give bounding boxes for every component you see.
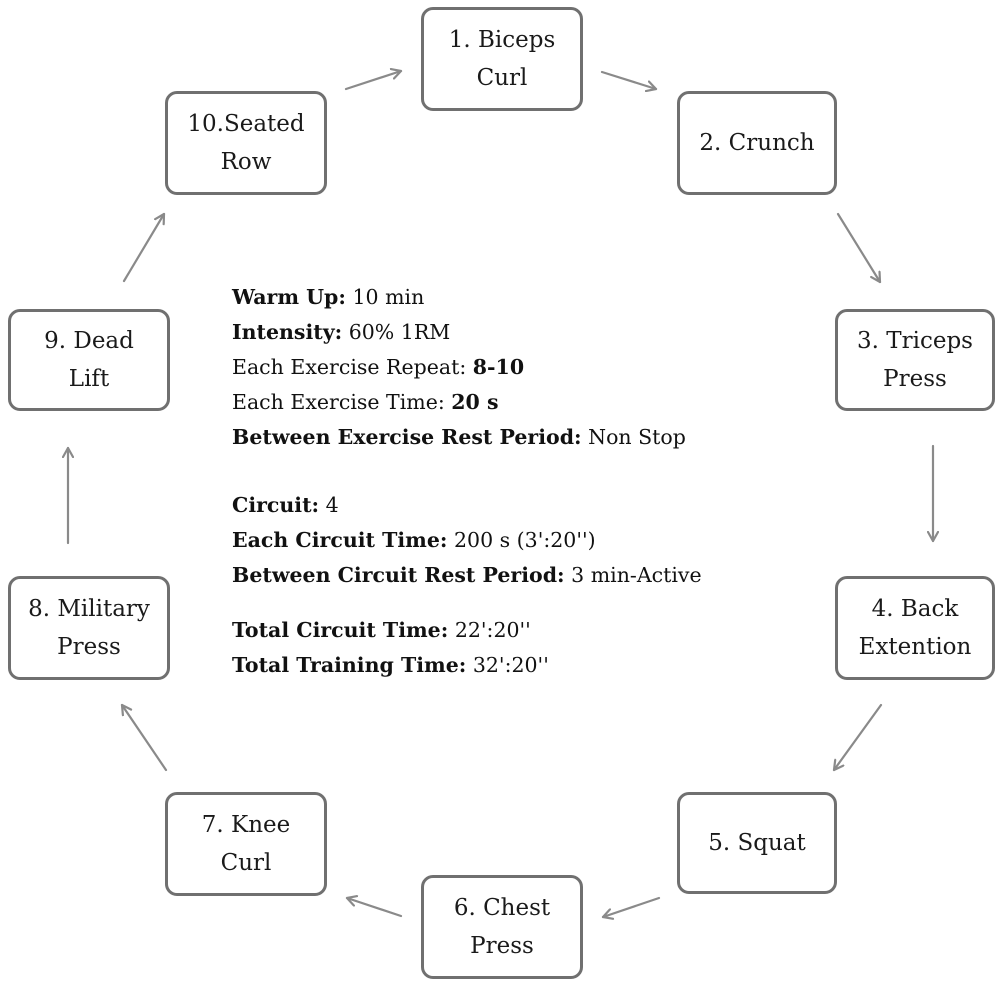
exercise-repeat-line: Each Exercise Repeat: 8-10 (232, 350, 702, 385)
warm-up-label: Warm Up: (232, 285, 346, 309)
arrow-1-to-2 (600, 70, 658, 89)
warm-up-line: Warm Up: 10 min (232, 280, 702, 315)
exercise-time-value: 20 s (451, 390, 499, 414)
total-circuit-label: Total Circuit Time: (232, 618, 449, 642)
node-military-press: 8. Military Press (8, 576, 170, 680)
intensity-line: Intensity: 60% 1RM (232, 315, 702, 350)
exercise-time-line: Each Exercise Time: 20 s (232, 385, 702, 420)
exercise-repeat-value: 8-10 (472, 355, 525, 379)
intensity-value: 60% 1RM (348, 320, 451, 344)
circuit-time-label: Each Circuit Time: (232, 528, 448, 552)
node-crunch: 2. Crunch (677, 91, 837, 195)
node-squat: 5. Squat (677, 792, 837, 894)
circuit-rest-label: Between Circuit Rest Period: (232, 563, 565, 587)
training-protocol-info: Warm Up: 10 min Intensity: 60% 1RM Each … (232, 280, 702, 683)
total-circuit-line: Total Circuit Time: 22':20'' (232, 613, 702, 648)
node-back-extention: 4. Back Extention (835, 576, 995, 680)
exercise-rest-line: Between Exercise Rest Period: Non Stop (232, 420, 702, 455)
arrow-7-to-8 (120, 703, 168, 772)
node-seated-row: 10.Seated Row (165, 91, 327, 195)
arrow-5-to-6 (601, 896, 661, 917)
circuit-rest-value: 3 min-Active (571, 563, 702, 587)
total-training-value: 32':20'' (472, 653, 549, 677)
total-circuit-value: 22':20'' (454, 618, 531, 642)
total-training-line: Total Training Time: 32':20'' (232, 648, 702, 683)
exercise-repeat-label: Each Exercise Repeat: (232, 355, 467, 379)
circuit-time-value: 200 s (3':20'') (454, 528, 596, 552)
arrow-9-to-10 (122, 212, 166, 283)
circuit-rest-line: Between Circuit Rest Period: 3 min-Activ… (232, 558, 702, 593)
arrow-4-to-5 (832, 703, 883, 772)
node-biceps-curl: 1. Biceps Curl (421, 7, 583, 111)
total-training-label: Total Training Time: (232, 653, 467, 677)
arrow-2-to-3 (836, 212, 882, 284)
arrow-6-to-7 (345, 898, 403, 918)
node-chest-press: 6. Chest Press (421, 875, 583, 979)
node-dead-lift: 9. Dead Lift (8, 309, 170, 411)
circuit-line: Circuit: 4 (232, 488, 702, 523)
exercise-rest-value: Non Stop (588, 425, 686, 449)
warm-up-value: 10 min (352, 285, 425, 309)
spacer (232, 593, 702, 613)
circuit-time-line: Each Circuit Time: 200 s (3':20'') (232, 523, 702, 558)
node-knee-curl: 7. Knee Curl (165, 792, 327, 896)
spacer (232, 455, 702, 488)
circuit-label: Circuit: (232, 493, 320, 517)
node-triceps-press: 3. Triceps Press (835, 309, 995, 411)
arrow-10-to-1 (344, 71, 403, 91)
exercise-rest-label: Between Exercise Rest Period: (232, 425, 582, 449)
circuit-value: 4 (325, 493, 339, 517)
intensity-label: Intensity: (232, 320, 343, 344)
exercise-time-label: Each Exercise Time: (232, 390, 445, 414)
